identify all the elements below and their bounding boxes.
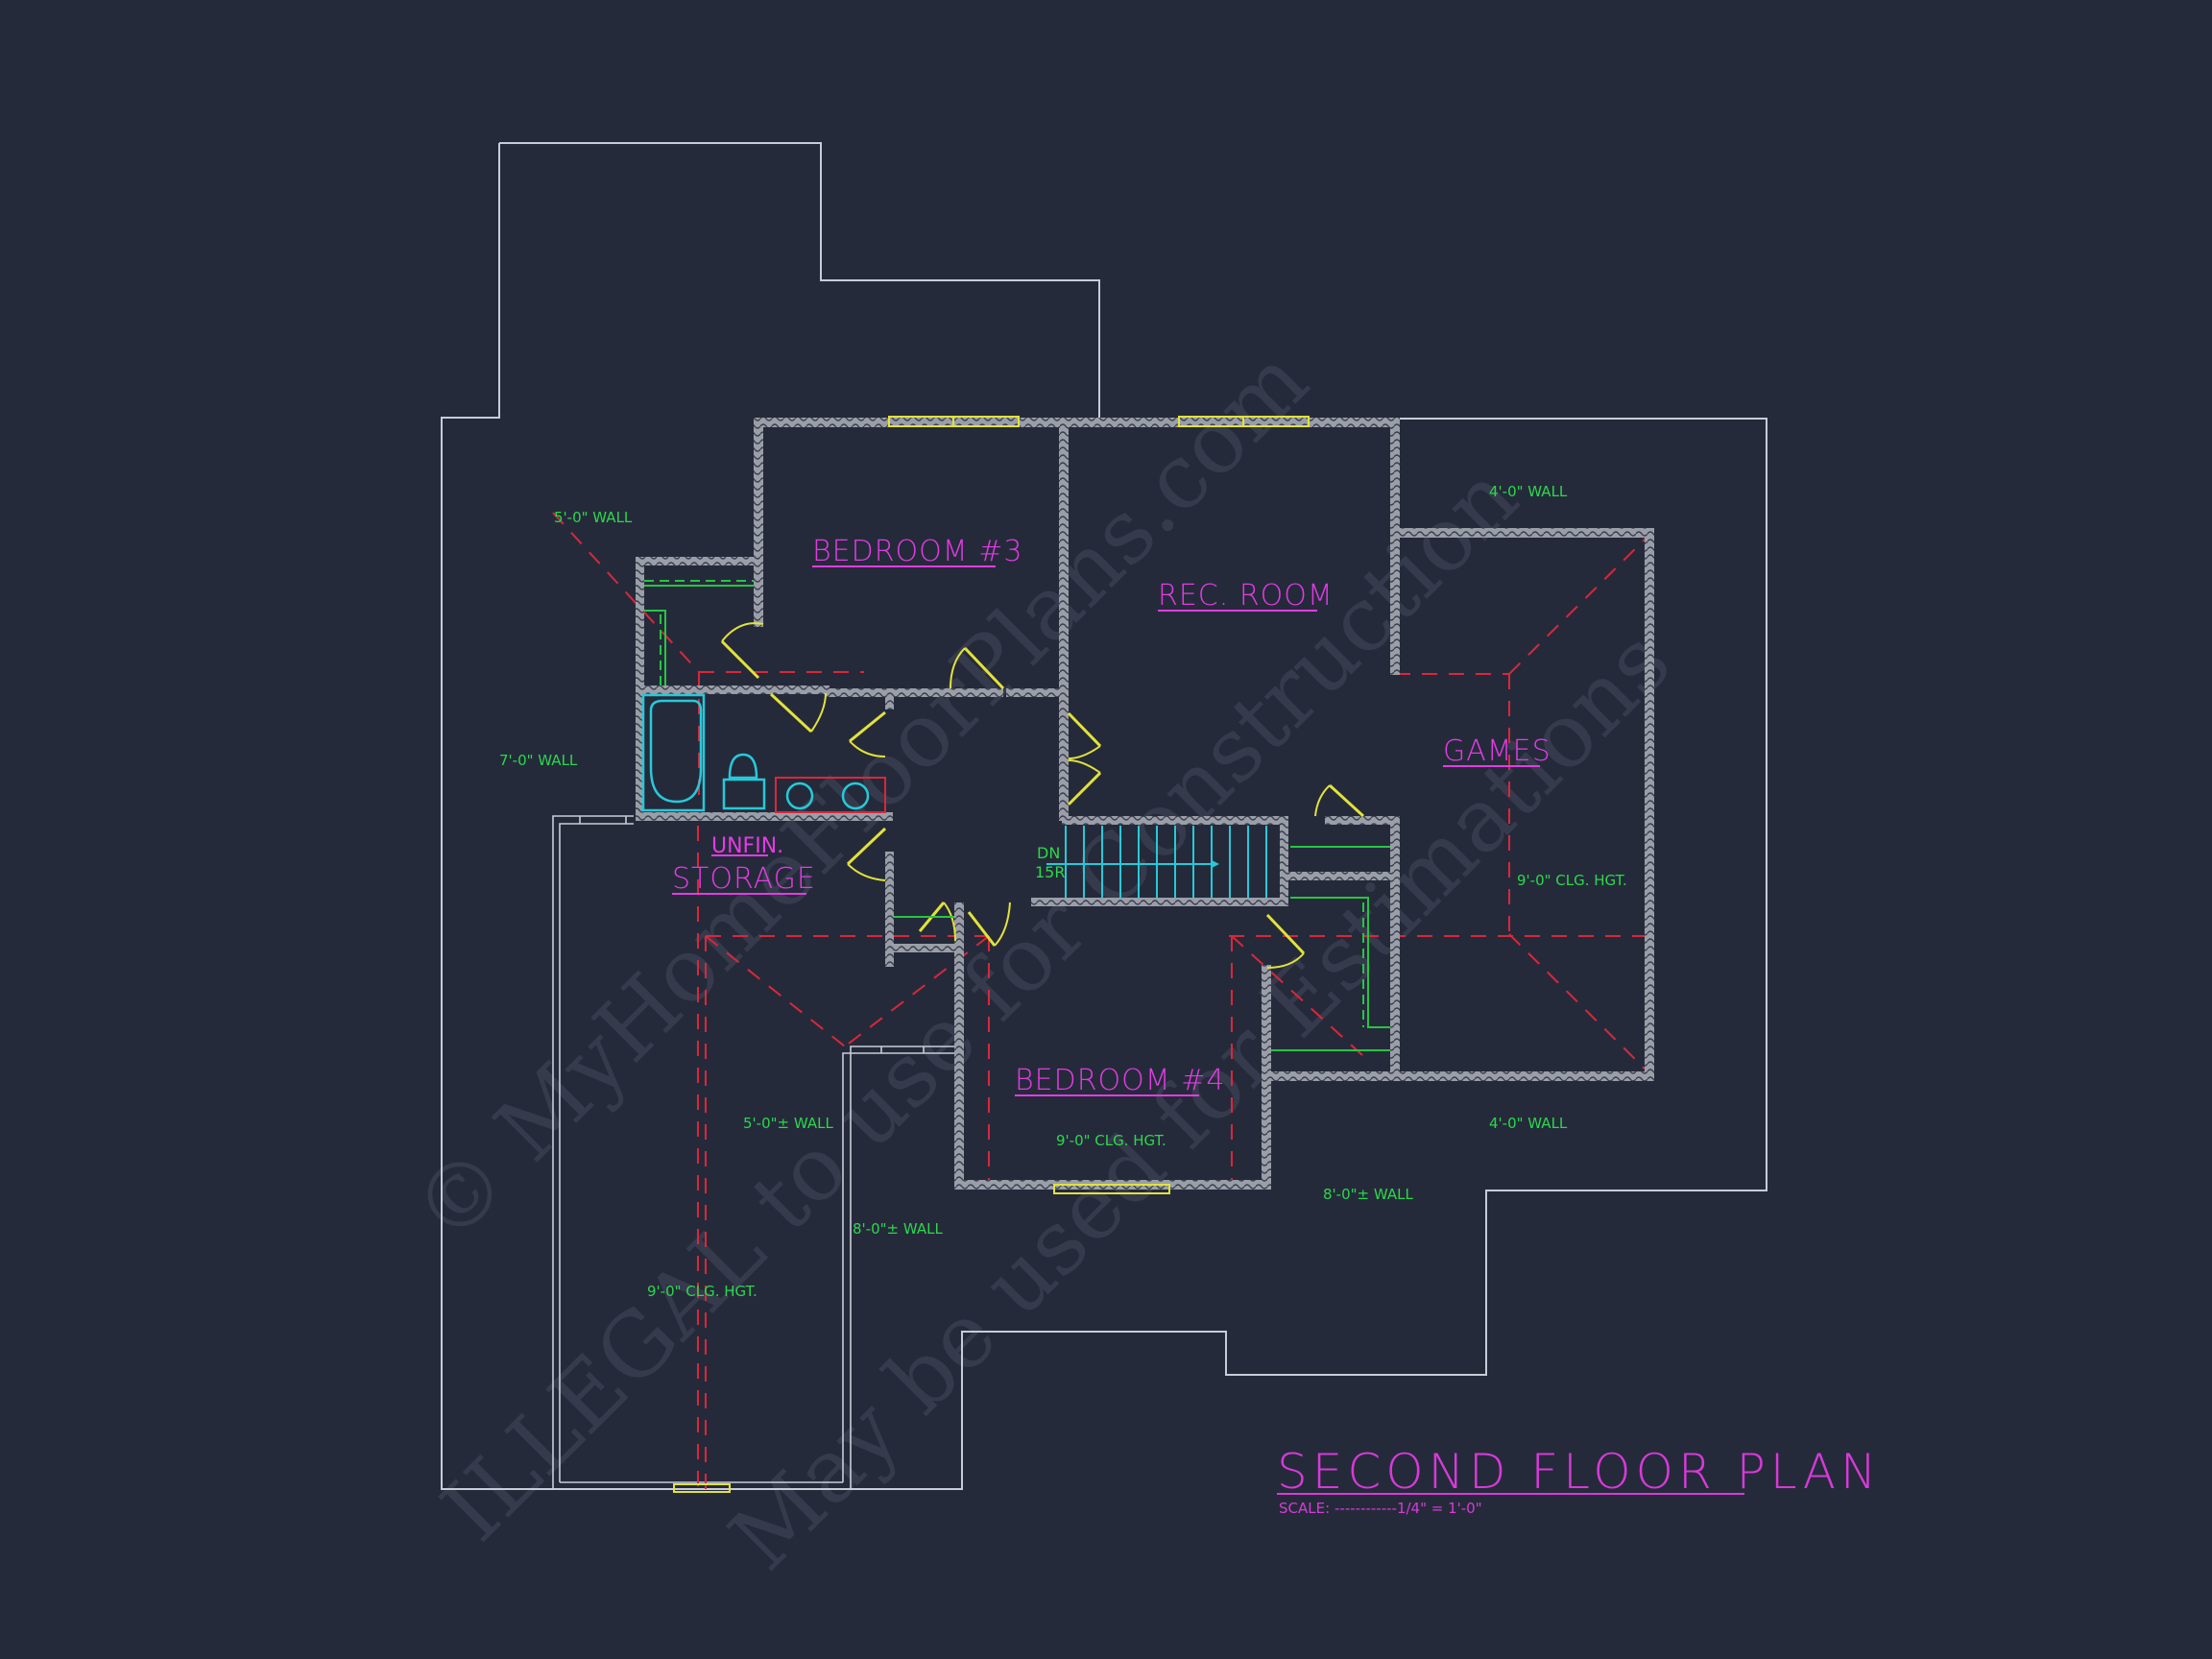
room-labels: BEDROOM #3 REC. ROOM GAMES BEDROOM #4 UN… (672, 535, 1551, 1097)
toilet (728, 753, 758, 780)
drawing-title: SECOND FLOOR PLAN (1277, 1444, 1881, 1500)
note-wall-7ft-left: 7'-0" WALL (499, 752, 578, 769)
room-label-bedroom-4: BEDROOM #4 (1015, 1064, 1225, 1097)
note-wall-4ft-top-right: 4'-0" WALL (1489, 483, 1568, 500)
vanity-counter (775, 777, 886, 813)
scale-label: SCALE: (1279, 1500, 1330, 1517)
window-storage (673, 1483, 731, 1493)
bath-fixtures (641, 693, 886, 813)
note-wall-8ft-storage: 8'-0"± WALL (853, 1220, 943, 1238)
note-wall-4ft-bottom-right: 4'-0" WALL (1489, 1115, 1568, 1132)
room-label-storage: STORAGE (672, 862, 816, 896)
room-label-games: GAMES (1443, 734, 1551, 768)
walls (636, 418, 1654, 1190)
note-wall-8ft-bottom: 8'-0"± WALL (1323, 1186, 1413, 1203)
closet-shelves (644, 580, 1390, 1051)
note-wall-5ft-left: 5'-0" WALL (554, 509, 633, 526)
roof-outline (441, 142, 1767, 1490)
stair-direction: DN (1037, 844, 1060, 862)
room-label-unfin: UNFIN. (711, 834, 783, 858)
windows (673, 416, 1310, 1493)
bathtub (641, 693, 706, 812)
title-block: SECOND FLOOR PLAN SCALE: ------------1/4… (1277, 1444, 1881, 1517)
sink-1 (785, 781, 814, 810)
note-wall-5ft-storage: 5'-0"± WALL (743, 1115, 833, 1132)
wall-notes: 5'-0" WALL 7'-0" WALL 4'-0" WALL 4'-0" W… (499, 483, 1627, 1300)
note-games-clg: 9'-0" CLG. HGT. (1517, 872, 1627, 889)
room-label-bedroom-3: BEDROOM #3 (812, 535, 1022, 568)
window-bedroom-4 (1053, 1184, 1170, 1194)
storage-outline (552, 815, 958, 1489)
scale-value: ------------1/4" = 1'-0" (1334, 1500, 1482, 1517)
room-label-rec-room: REC. ROOM (1158, 579, 1334, 613)
ceiling-lines (552, 512, 1651, 1489)
sink-2 (841, 781, 870, 810)
stairs: DN 15R (1035, 826, 1267, 898)
note-bedroom4-clg: 9'-0" CLG. HGT. (1056, 1132, 1166, 1149)
stair-risers: 15R (1035, 863, 1065, 881)
doors (720, 622, 1365, 969)
note-storage-clg: 9'-0" CLG. HGT. (647, 1283, 757, 1300)
